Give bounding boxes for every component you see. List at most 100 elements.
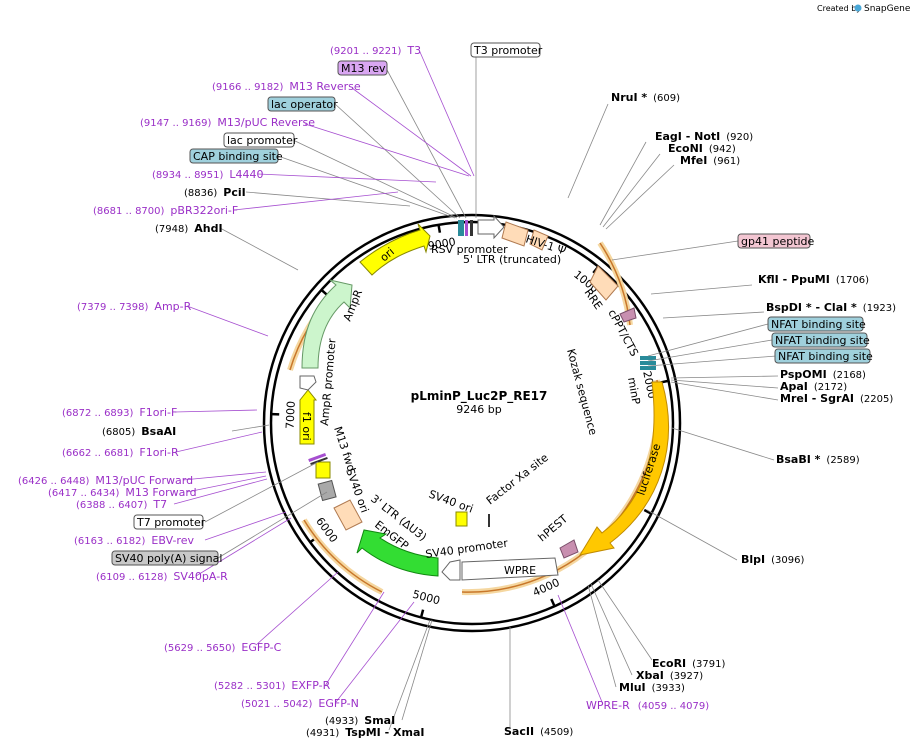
tick-label: 7000 — [284, 401, 298, 430]
3ltr-feature[interactable] — [333, 499, 363, 531]
sv40-promoter-label: SV40 promoter — [425, 536, 510, 560]
t3-promoter-mark[interactable] — [470, 220, 473, 236]
svg-text:(6662 .. 6681)F1ori-R: (6662 .. 6681)F1ori-R — [62, 446, 179, 459]
svg-text:EcoRI(3791): EcoRI(3791) — [652, 657, 726, 670]
sv40-ori-inner-label: SV40 ori — [427, 488, 475, 516]
lac-operator-box: lac operator — [267, 96, 338, 112]
nfat-block-2[interactable] — [640, 361, 656, 365]
svg-text:PspOMI(2168): PspOMI(2168) — [780, 368, 866, 381]
svg-text:CAP binding site: CAP binding site — [193, 150, 283, 163]
snapgene-logo-icon — [854, 4, 862, 12]
svg-text:NruI *(609): NruI *(609) — [611, 91, 680, 104]
svg-text:T3 promoter: T3 promoter — [473, 44, 543, 57]
svg-text:(7948)AhdI: (7948)AhdI — [155, 222, 223, 235]
ori-feature[interactable] — [359, 223, 431, 276]
svg-text:M13 rev: M13 rev — [341, 62, 386, 75]
nfat-block-3[interactable] — [640, 366, 656, 370]
cppt-feature[interactable] — [619, 307, 637, 323]
svg-text:(5629 .. 5650)EGFP-C: (5629 .. 5650)EGFP-C — [164, 641, 282, 654]
m13-rev-box: M13 rev — [337, 60, 388, 76]
5ltr-label: 5' LTR (truncated) — [463, 253, 561, 266]
factor-xa-feature[interactable] — [488, 514, 490, 527]
wpre-label: WPRE — [504, 564, 536, 577]
svg-text:(6109 .. 6128)SV40pA-R: (6109 .. 6128)SV40pA-R — [96, 570, 228, 583]
factor-xa-label: Factor Xa site — [484, 451, 551, 507]
wpre-feature[interactable] — [461, 557, 559, 581]
lac-operator-mark[interactable] — [458, 220, 464, 236]
t7-mark[interactable] — [310, 456, 328, 466]
svg-text:XbaI(3927): XbaI(3927) — [636, 669, 703, 682]
svg-text:(5282 .. 5301)EXFP-R: (5282 .. 5301)EXFP-R — [214, 679, 331, 692]
gp41-peptide-box: gp41 peptide — [737, 233, 815, 249]
ampr-promoter-feature[interactable] — [299, 375, 317, 391]
svg-text:(9147 .. 9169)M13/pUC Reverse: (9147 .. 9169)M13/pUC Reverse — [140, 116, 315, 129]
svg-text:(6805)BsaAI: (6805)BsaAI — [102, 425, 176, 438]
5ltr-feature[interactable] — [501, 221, 529, 247]
svg-text:(6388 .. 6407)T7: (6388 .. 6407)T7 — [76, 498, 167, 511]
svg-text:(9166 .. 9182)M13 Reverse: (9166 .. 9182)M13 Reverse — [212, 80, 361, 93]
hpest-label: hPEST — [536, 512, 571, 544]
nfat-box-2: NFAT binding site — [771, 332, 870, 348]
svg-text:NFAT binding site: NFAT binding site — [775, 334, 870, 347]
rsv-promoter-label: RSV promoter — [431, 243, 508, 256]
sv40-polya-box: SV40 poly(A) signal — [111, 550, 222, 566]
svg-text:(7379 .. 7398)Amp-R: (7379 .. 7398)Amp-R — [77, 300, 192, 313]
svg-text:(5021 .. 5042)EGFP-N: (5021 .. 5042)EGFP-N — [241, 697, 359, 710]
sv40-ori-small-feature[interactable] — [315, 461, 331, 479]
emgfp-feature[interactable] — [356, 529, 439, 577]
m13-rev-mark[interactable] — [465, 220, 468, 236]
emgfp-highlight-line — [303, 519, 383, 593]
svg-text:NFAT binding site: NFAT binding site — [778, 350, 873, 363]
m13-fwd-label: M13 fwd — [331, 425, 358, 473]
svg-text:BspDI * - ClaI *(1923): BspDI * - ClaI *(1923) — [766, 301, 896, 314]
tick-label: 5000 — [411, 588, 441, 608]
nfat-box-3: NFAT binding site — [774, 348, 873, 364]
hiv-psi-feature[interactable] — [529, 229, 549, 251]
svg-text:(6872 .. 6893)F1ori-F: (6872 .. 6893)F1ori-F — [62, 406, 177, 419]
ampr-promoter-label: AmpR promoter — [318, 338, 339, 427]
svg-text:lac operator: lac operator — [271, 98, 338, 111]
tick-label: 9000 — [427, 235, 457, 252]
rsv-promoter-feature[interactable] — [477, 214, 505, 240]
nfat-box-1: NFAT binding site — [767, 316, 866, 332]
svg-text:EcoNI(942): EcoNI(942) — [668, 142, 736, 155]
svg-text:(6426 .. 6448)M13/pUC Forward: (6426 .. 6448)M13/pUC Forward — [18, 474, 193, 487]
sv40-ori-feature[interactable] — [317, 479, 337, 502]
svg-text:(4931)TspMI - XmaI: (4931)TspMI - XmaI — [306, 726, 424, 739]
svg-text:gp41 peptide: gp41 peptide — [741, 235, 815, 248]
svg-text:MreI - SgrAI(2205): MreI - SgrAI(2205) — [780, 392, 893, 405]
enzyme-connectors — [219, 103, 779, 731]
snapgene-brand: SnapGene — [864, 4, 911, 14]
tick-mark — [550, 598, 556, 606]
features — [299, 214, 669, 581]
rre-feature[interactable] — [589, 265, 619, 301]
outer-strand — [262, 213, 682, 633]
hpest-feature[interactable] — [559, 539, 579, 559]
svg-text:SacII(4509): SacII(4509) — [504, 725, 573, 738]
t3-promoter-box: T3 promoter — [470, 42, 543, 58]
m13-fwd-mark[interactable] — [308, 452, 327, 462]
svg-text:SV40 poly(A) signal: SV40 poly(A) signal — [115, 552, 222, 565]
enzyme-name: NruI * — [611, 91, 647, 104]
created-by-text: Created by — [817, 4, 861, 13]
ampr-feature[interactable] — [301, 279, 353, 369]
svg-text:WPRE-R(4059 .. 4079): WPRE-R(4059 .. 4079) — [586, 699, 709, 712]
sv40-promoter-feature[interactable] — [441, 559, 461, 581]
sv40-ori-inner-feature[interactable] — [455, 511, 468, 527]
svg-text:lac promoter: lac promoter — [227, 134, 298, 147]
plasmid-size: 9246 bp — [456, 403, 501, 416]
boxed-labels: T3 promoter M13 rev lac operator lac pro… — [111, 42, 873, 566]
svg-text:T7 promoter: T7 promoter — [136, 516, 206, 529]
tick-mark — [420, 609, 425, 617]
primer-labels: (9201 .. 9221)T3 (9166 .. 9182)M13 Rever… — [18, 44, 709, 712]
svg-text:(9201 .. 9221)T3: (9201 .. 9221)T3 — [330, 44, 421, 57]
f1-ori-label: f1 ori — [300, 412, 313, 441]
cap-binding-site-box: CAP binding site — [189, 148, 283, 164]
lac-promoter-box: lac promoter — [223, 132, 298, 148]
luciferase-feature[interactable] — [578, 381, 669, 556]
minp-label: minP — [625, 376, 643, 406]
nfat-block-1[interactable] — [640, 356, 656, 360]
svg-text:NFAT binding site: NFAT binding site — [771, 318, 866, 331]
tick-mark — [643, 508, 652, 515]
svg-text:EagI - NotI(920): EagI - NotI(920) — [655, 130, 753, 143]
